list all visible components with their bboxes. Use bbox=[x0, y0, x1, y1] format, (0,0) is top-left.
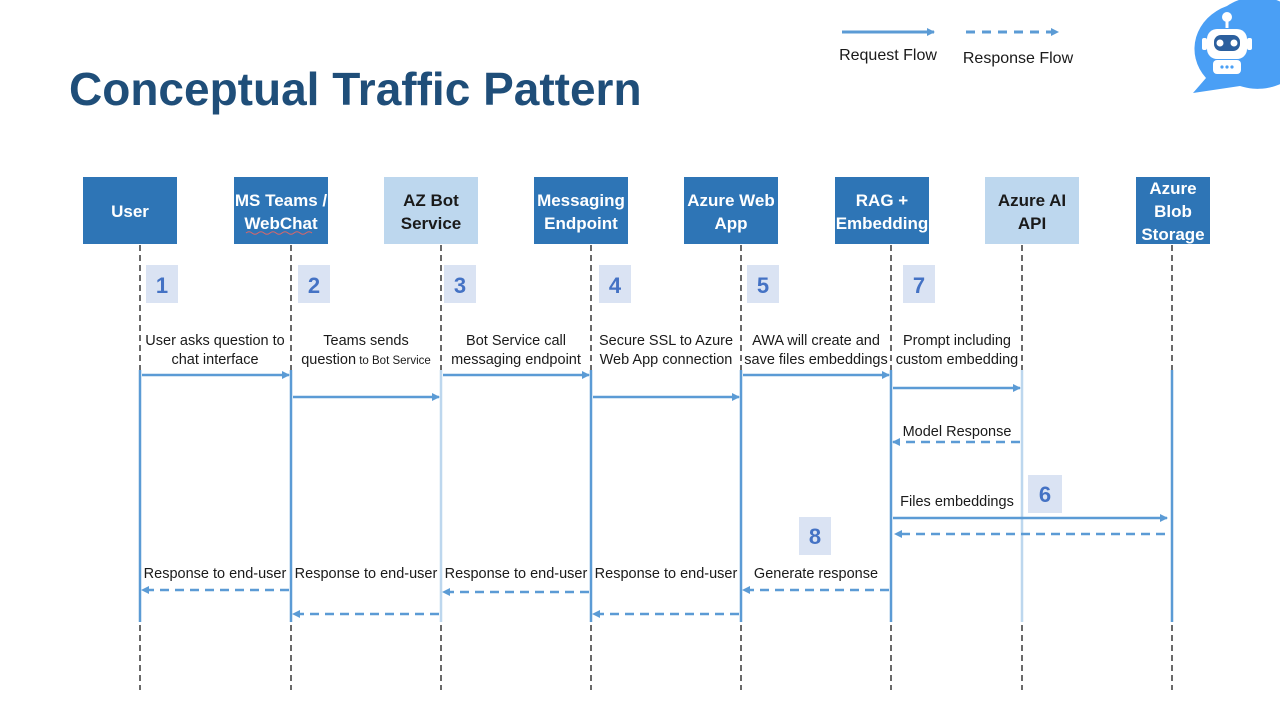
step-badge-3: 3 bbox=[444, 265, 476, 303]
step-number: 2 bbox=[308, 273, 320, 298]
participant-ai: Azure AI API bbox=[985, 177, 1079, 244]
lifelines bbox=[139, 245, 1173, 690]
participant-rag: RAG + Embedding bbox=[835, 177, 929, 244]
participant-label-line1: Azure AI bbox=[998, 191, 1066, 210]
participant-label-line3: Storage bbox=[1141, 225, 1204, 244]
participant-awa: Azure Web App bbox=[684, 177, 778, 244]
message-2-line2: question to Bot Service bbox=[301, 352, 431, 368]
message-1-line2: chat interface bbox=[171, 352, 258, 368]
step-badge-8: 8 bbox=[799, 517, 831, 555]
message-4-line2: Web App connection bbox=[600, 352, 733, 368]
participant-label-line1: AZ Bot bbox=[403, 191, 459, 210]
message-7-line2: custom embedding bbox=[896, 352, 1019, 368]
response-label-2: Response to end-user bbox=[295, 566, 438, 582]
model-response-label: Model Response bbox=[903, 424, 1012, 440]
participant-blob: Azure Blob Storage bbox=[1136, 177, 1210, 244]
participant-label-line1: Messaging bbox=[537, 191, 625, 210]
step-badge-4: 4 bbox=[599, 265, 631, 303]
step-number: 3 bbox=[454, 273, 466, 298]
participant-label-line2: Service bbox=[401, 214, 462, 233]
step-number: 1 bbox=[156, 273, 168, 298]
participant-teams: MS Teams / WebChat bbox=[234, 177, 328, 244]
message-3-line2: messaging endpoint bbox=[451, 352, 581, 368]
spellcheck-underline bbox=[245, 231, 313, 235]
message-3-line1: Bot Service call bbox=[466, 333, 566, 349]
activation-bars bbox=[138, 370, 1174, 622]
response-label-1: Response to end-user bbox=[144, 566, 287, 582]
step-number: 5 bbox=[757, 273, 769, 298]
participant-bot: AZ Bot Service bbox=[384, 177, 478, 244]
participant-user: User bbox=[83, 177, 177, 244]
participant-msg: Messaging Endpoint bbox=[534, 177, 628, 244]
step-number: 7 bbox=[913, 273, 925, 298]
response-arrows bbox=[141, 438, 1165, 618]
participant-label-line1: Azure bbox=[1149, 179, 1196, 198]
files-embeddings-label: Files embeddings bbox=[900, 494, 1014, 510]
response-label-4: Response to end-user bbox=[595, 566, 738, 582]
legend-response-label: Response Flow bbox=[963, 50, 1074, 67]
participant-label-line2: WebChat bbox=[244, 214, 318, 233]
request-arrows bbox=[142, 371, 1168, 522]
participant-label-line2: Blob bbox=[1154, 202, 1192, 221]
message-2-line2-main: question bbox=[301, 352, 356, 368]
message-5-line1: AWA will create and bbox=[752, 333, 880, 349]
step-badge-1: 1 bbox=[146, 265, 178, 303]
generate-response-label: Generate response bbox=[754, 566, 878, 582]
message-2-line2-suffix: to Bot Service bbox=[356, 355, 431, 367]
message-5-line2: save files embeddings bbox=[744, 352, 887, 368]
page-title: Conceptual Traffic Pattern bbox=[69, 63, 642, 115]
step-badge-7: 7 bbox=[903, 265, 935, 303]
step-badge-2: 2 bbox=[298, 265, 330, 303]
step-badge-6: 6 bbox=[1028, 475, 1062, 513]
participant-label-line1: MS Teams / bbox=[235, 191, 328, 210]
message-4-line1: Secure SSL to Azure bbox=[599, 333, 733, 349]
participant-label-line2: App bbox=[714, 214, 747, 233]
participant-label-line1: Azure Web bbox=[687, 191, 775, 210]
step-number: 6 bbox=[1039, 482, 1051, 507]
participant-label-line2: Embedding bbox=[836, 214, 929, 233]
participant-label-line2: Endpoint bbox=[544, 214, 618, 233]
message-7-line1: Prompt including bbox=[903, 333, 1011, 349]
participant-label: User bbox=[111, 202, 149, 221]
message-2-line1: Teams sends bbox=[323, 333, 408, 349]
message-1-line1: User asks question to bbox=[145, 333, 284, 349]
legend: Request Flow Response Flow bbox=[839, 28, 1074, 67]
step-number: 8 bbox=[809, 524, 821, 549]
response-label-3: Response to end-user bbox=[445, 566, 588, 582]
chatbot-icon bbox=[1193, 0, 1280, 93]
participant-label-line1: RAG + bbox=[856, 191, 909, 210]
step-badge-5: 5 bbox=[747, 265, 779, 303]
step-number: 4 bbox=[609, 273, 622, 298]
message-labels: User asks question to chat interface Tea… bbox=[144, 333, 1019, 582]
participant-label-line2: API bbox=[1018, 214, 1046, 233]
legend-request-label: Request Flow bbox=[839, 47, 937, 64]
